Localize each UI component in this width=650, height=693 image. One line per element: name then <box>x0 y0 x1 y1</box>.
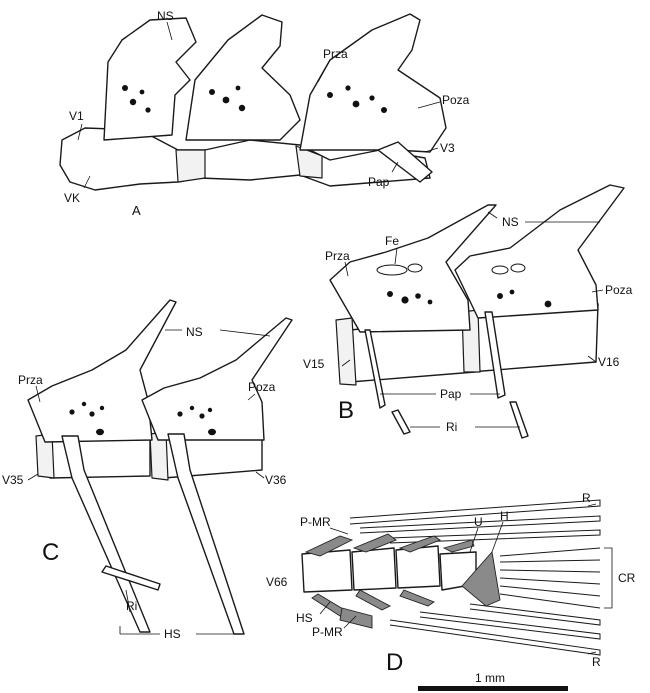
label-c-poza: Poza <box>248 380 276 394</box>
panel-label-d: D <box>386 649 403 676</box>
panel-d-fin-rays <box>349 499 601 656</box>
panel-label-b: B <box>338 397 354 424</box>
label-c-prza: Prza <box>18 373 43 387</box>
panel-d-caudal-skeleton: P-MR U H R CR V66 HS P-MR R D <box>266 491 636 676</box>
label-d-pmr-bottom: P-MR <box>312 625 343 639</box>
label-d-cr: CR <box>618 571 636 585</box>
label-b-poza: Poza <box>605 283 633 297</box>
panel-d-leaders <box>319 503 597 655</box>
label-a-v3: V3 <box>440 141 455 155</box>
label-d-r-bottom: R <box>592 655 601 669</box>
label-d-v66: V66 <box>266 575 288 589</box>
label-a-prza: Prza <box>323 47 348 61</box>
label-b-v16: V16 <box>598 355 620 369</box>
label-d-hs: HS <box>296 611 313 625</box>
panel-a-leaders <box>77 21 441 189</box>
label-b-fe: Fe <box>385 234 399 248</box>
label-b-ns: NS <box>502 215 519 229</box>
label-a-vk: VK <box>64 191 80 205</box>
panel-c-vertebrae: NS Prza Poza V35 V36 Ri HS C <box>2 299 293 641</box>
label-b-pap: Pap <box>440 387 462 401</box>
label-d-pmr-top: P-MR <box>300 515 331 529</box>
scale-bar-line <box>418 686 568 691</box>
label-b-v15: V15 <box>303 357 325 371</box>
panel-a-foramina <box>122 85 387 113</box>
panel-b-vertebrae: NS Fe Prza Poza V15 V16 Pap Ri B <box>303 184 633 439</box>
panel-a-vertebrae: NS Prza Poza V1 V3 Pap VK A <box>59 9 470 218</box>
label-a-poza: Poza <box>442 93 470 107</box>
scale-bar-label: 1 mm <box>475 671 505 685</box>
panel-label-a: A <box>132 203 141 218</box>
label-a-pap: Pap <box>368 175 390 189</box>
label-d-u: U <box>474 515 483 529</box>
label-c-v35: V35 <box>2 473 24 487</box>
label-c-hs: HS <box>164 627 181 641</box>
label-a-ns: NS <box>157 9 174 23</box>
label-d-r-top: R <box>582 491 591 505</box>
label-d-h: H <box>500 509 509 523</box>
label-c-ri: Ri <box>126 599 137 613</box>
label-c-v36: V36 <box>265 473 287 487</box>
panel-c-foramina <box>69 401 216 436</box>
label-b-prza: Prza <box>325 249 350 263</box>
panel-b-leaders <box>341 211 604 428</box>
scale-bar: 1 mm <box>418 671 568 691</box>
label-a-v1: V1 <box>69 109 84 123</box>
label-c-ns: NS <box>186 325 203 339</box>
panel-c-leaders <box>27 329 271 635</box>
label-b-ri: Ri <box>446 420 457 434</box>
panel-label-c: C <box>42 539 59 566</box>
panel-b-foramina <box>376 263 552 308</box>
